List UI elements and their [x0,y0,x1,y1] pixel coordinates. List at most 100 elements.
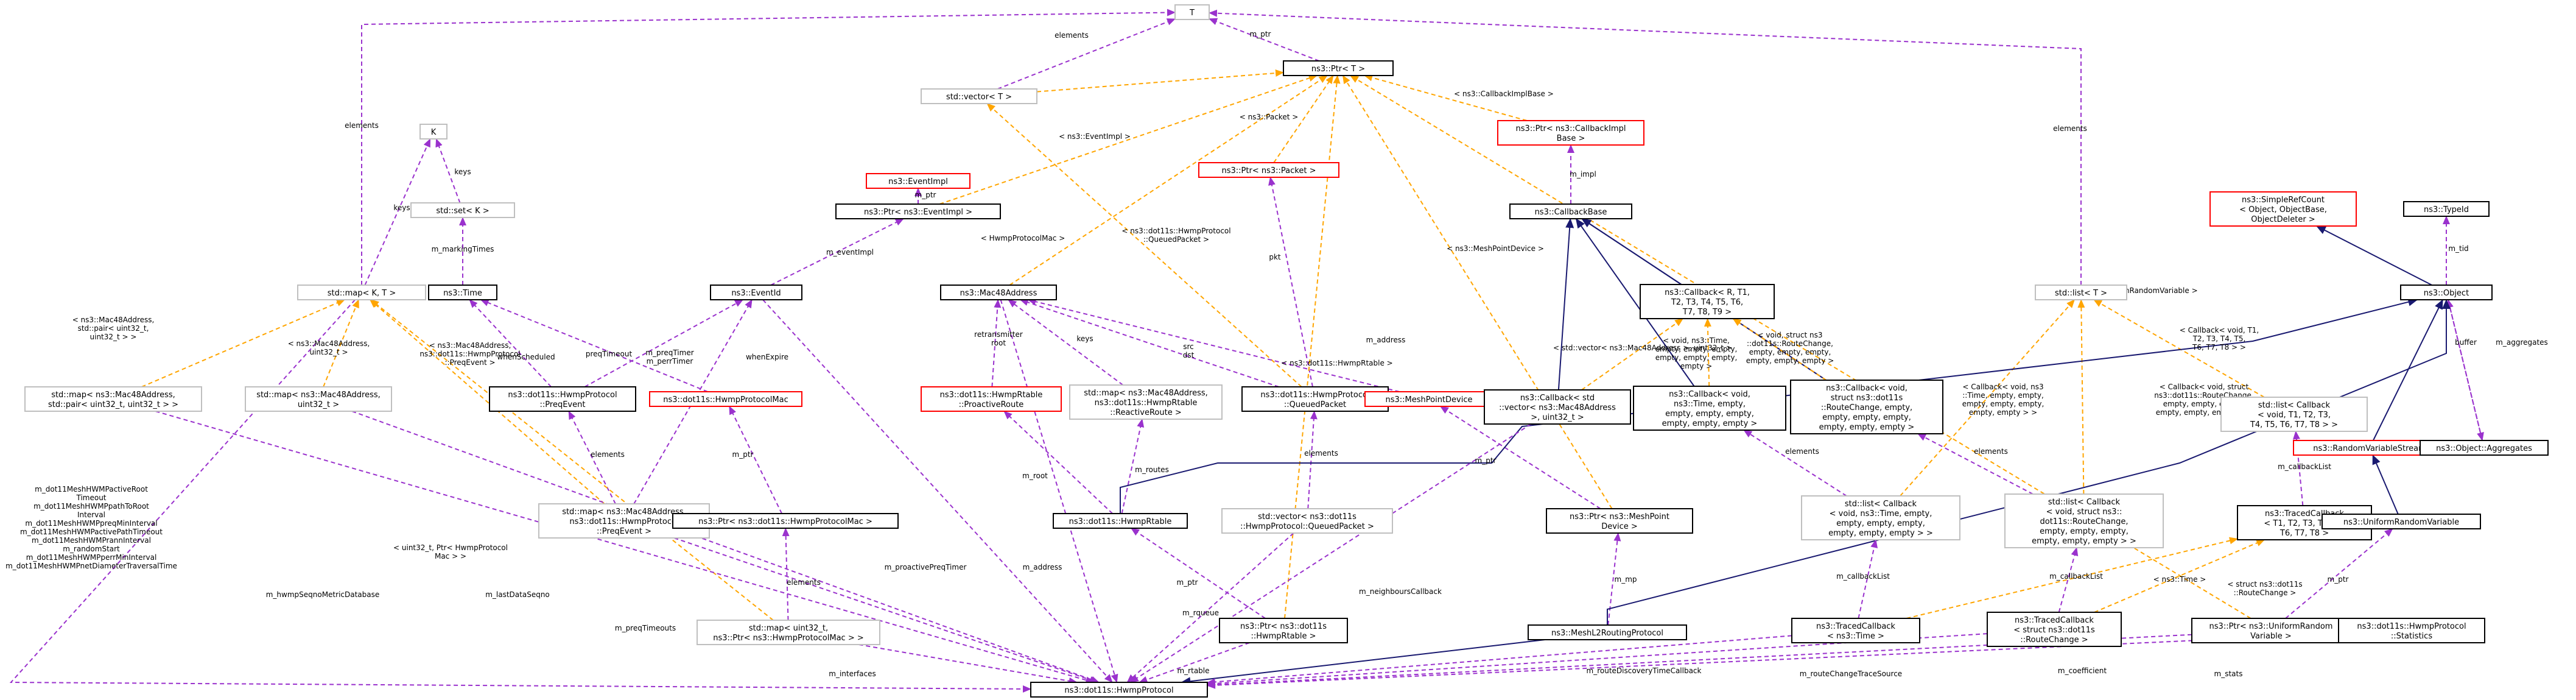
node-MeshL2[interactable]: ns3::MeshL2RoutingProtocol [1528,624,1687,640]
node-Time[interactable]: ns3::Time [428,285,497,300]
edge-label-m_ptr: m_ptr [2328,575,2349,584]
edge-Mac48-to-PtrT [1009,75,1328,286]
node-PreqEvent[interactable]: ns3::dot11s::HwmpProtocol::PreqEvent [489,386,636,412]
edge-listCBTime-to-CBvoidTime [1743,430,1847,497]
node-ProactiveRoute[interactable]: ns3::dot11s::HwmpRtable::ProactiveRoute [921,386,1062,412]
node-box [2220,397,2368,432]
edge-label-m_coefficient: m_coefficient [2058,666,2107,675]
node-Statistics[interactable]: ns3::dot11s::HwmpProtocol::Statistics [2338,618,2485,643]
node-URV[interactable]: ns3::UniformRandomVariable [2322,514,2481,529]
node-mapMacU32[interactable]: std::map< ns3::Mac48Address,uint32_t > [245,386,392,412]
edge-label-keys: keys [1076,334,1093,343]
node-box [1509,203,1632,219]
edge-PreqEvent-to-Time [469,299,552,387]
node-box [245,386,392,412]
node-PtrT[interactable]: ns3::Ptr< T > [1283,60,1394,76]
node-mapKT[interactable]: std::map< K, T > [297,285,426,300]
node-CBvec[interactable]: ns3::Callback< std::vector< ns3::Mac48Ad… [1484,389,1631,425]
node-EventId[interactable]: ns3::EventId [710,285,802,300]
edge-label-m_ptr: m_ptr [1177,578,1198,587]
node-label: ns3::Ptr< ns3::EventImpl > [864,208,972,217]
edge-PtrT-to-T [1209,18,1320,62]
edge-label-tpl_vecmac: < std::vector< ns3::Mac48Address >, uint… [1553,344,1732,352]
node-box [2004,493,2164,548]
node-listCBT[interactable]: std::list< Callback< void, T1, T2, T3,T4… [2220,397,2368,432]
node-label: std::list< T > [2055,289,2107,298]
edge-mapMacPreq-to-HwmpProtocol [673,537,1098,684]
node-PtrEventImpl[interactable]: ns3::Ptr< ns3::EventImpl > [835,203,1001,219]
edge-mapKT-to-HwmpProtocol [9,299,1031,693]
node-PtrRtable[interactable]: ns3::Ptr< ns3::dot11s::HwmpRtable > [1219,618,1348,643]
edge-Object-to-Aggregates [2447,299,2484,441]
node-box [835,203,1001,219]
node-T[interactable]: T [1174,4,1210,20]
edge-label-m_ptr: m_ptr [915,191,936,199]
node-box [672,513,899,529]
edge-PtrHwmpMac-to-HwmpMac [729,406,782,514]
edge-CBvec-to-CallbackR [1581,318,1684,391]
node-box [1241,386,1389,412]
node-vecQueued[interactable]: std::vector< ns3::dot11s::HwmpProtocol::… [1221,508,1393,534]
node-HwmpProtocol[interactable]: ns3::dot11s::HwmpProtocol [1030,682,1208,698]
node-TCRoute[interactable]: ns3::TracedCallback< struct ns3::dot11s:… [1987,612,2122,647]
edge-EventId-to-HwmpProtocol [762,299,1113,683]
node-CBvoidRoute[interactable]: ns3::Callback< void,struct ns3::dot11s::… [1790,380,1943,434]
node-TCTime[interactable]: ns3::TracedCallback< ns3::Time > [1791,618,1920,643]
node-mapMacPreq[interactable]: std::map< ns3::Mac48Address,ns3::dot11s:… [538,503,710,539]
node-TypeId[interactable]: ns3::TypeId [2403,201,2490,217]
node-label: std::set< K > [436,207,489,216]
node-HwmpRtable[interactable]: ns3::dot11s::HwmpRtable [1053,513,1188,529]
edge-CBvoidRoute-to-CallbackR [1732,318,1827,381]
edge-label-m_hwmpSeqnoMetricDatabase: m_hwmpSeqnoMetricDatabase [266,590,380,599]
node-CallbackR[interactable]: ns3::Callback< R, T1,T2, T3, T4, T5, T6,… [1640,284,1775,319]
node-K[interactable]: K [419,124,447,140]
node-SimpleRef[interactable]: ns3::SimpleRefCount< Object, ObjectBase,… [2209,191,2357,227]
node-HwmpMac[interactable]: ns3::dot11s::HwmpProtocolMac [649,391,802,407]
node-PtrPacket[interactable]: ns3::Ptr< ns3::Packet > [1198,162,1339,178]
node-CallbackBase[interactable]: ns3::CallbackBase [1509,203,1632,219]
node-MeshPointDevice[interactable]: ns3::MeshPointDevice [1364,391,1493,407]
node-PtrHwmpMac[interactable]: ns3::Ptr< ns3::dot11s::HwmpProtocolMac > [672,513,899,529]
node-listCBTime[interactable]: std::list< Callback< void, ns3::Time, em… [1801,495,1960,540]
edge-PtrRtable-to-HwmpRtable [1131,528,1266,619]
edge-label-tpl_cbtime: < void, ns3::Time,empty, empty, empty,em… [1655,336,1738,370]
node-QueuedPacket[interactable]: ns3::dot11s::HwmpProtocol::QueuedPacket [1241,386,1389,412]
edge-QueuedPacket-to-PtrPacket [1268,177,1313,387]
node-Mac48[interactable]: ns3::Mac48Address [940,285,1057,300]
node-Object[interactable]: ns3::Object [2400,285,2493,300]
edge-label-tpl_time: < ns3::Time > [2153,575,2206,584]
node-setK[interactable]: std::set< K > [410,202,515,218]
edge-mapMacU32-to-HwmpProtocol [351,411,1100,684]
node-mapReactive[interactable]: std::map< ns3::Mac48Address,ns3::dot11s:… [1069,384,1223,420]
edge-mapMacPair-to-mapKT [141,299,345,387]
node-mapU32[interactable]: std::map< uint32_t,ns3::Ptr< ns3::HwmpPr… [697,620,880,645]
node-mapMacPair[interactable]: std::map< ns3::Mac48Address,std::pair< u… [24,386,202,412]
node-box [2191,618,2351,643]
node-CBvoidTime[interactable]: ns3::Callback< void,ns3::Time, empty,emp… [1633,386,1786,431]
node-listCBRoute[interactable]: std::list< Callback< void, struct ns3::d… [2004,493,2164,548]
node-vecT[interactable]: std::vector< T > [921,88,1037,104]
node-label: ns3::SimpleRefCount< Object, ObjectBase,… [2239,196,2327,224]
edge-listCBRoute-to-CBvoidRoute [1917,433,2034,495]
edge-label-tpl_eventimpl: < ns3::EventImpl > [1059,132,1131,141]
node-EventImpl[interactable]: ns3::EventImpl [866,173,970,189]
edge-PtrMPD-to-MeshPointDevice [1439,406,1601,509]
node-label: ns3::Callback< R, T1,T2, T3, T4, T5, T6,… [1665,288,1750,317]
node-box [697,620,880,645]
node-label: ns3::dot11s::HwmpProtocol::Statistics [2357,622,2466,641]
edge-vecT-to-T [997,18,1176,90]
edge-label-whenScheduled: whenScheduled [497,353,555,361]
edge-HwmpRtable-to-ProactiveRoute [1003,411,1113,514]
node-listT[interactable]: std::list< T > [2035,285,2127,300]
edge-TCTime-to-listCBTime [1858,539,1878,619]
edge-label-m_root: m_root [1022,472,1048,480]
node-Aggregates[interactable]: ns3::Object::Aggregates [2420,440,2549,456]
